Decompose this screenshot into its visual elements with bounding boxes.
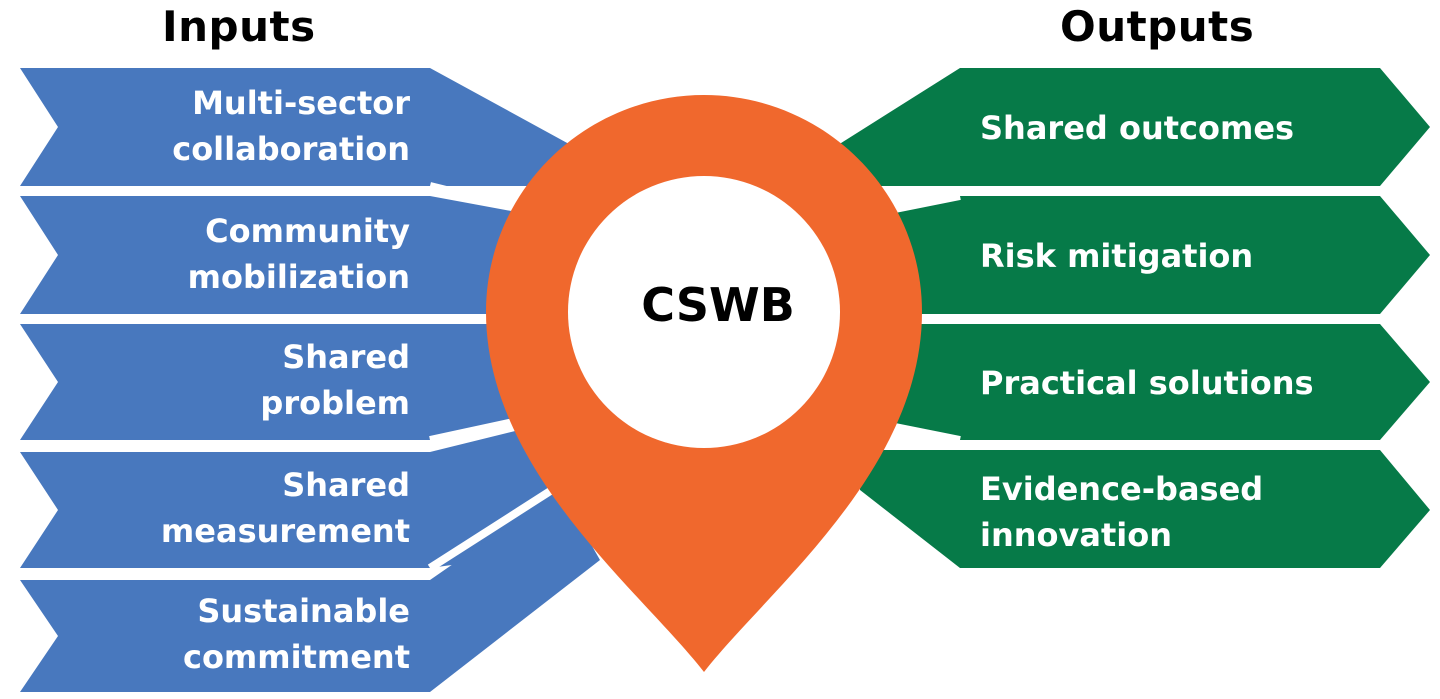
input-label-1-line1: Multi-sector [192,84,410,122]
output-label-2: Risk mitigation [980,233,1380,279]
inputs-heading: Inputs [162,2,316,51]
input-label-3-line1: Shared [282,338,410,376]
hub-label: CSWB [641,278,795,332]
output-label-4: Evidence-based innovation [980,466,1380,558]
output-chevron-1 [830,68,1430,186]
input-label-3: Shared problem [30,334,410,426]
input-chevron-4 [20,420,560,568]
input-label-3-line2: problem [260,384,410,422]
input-label-4-line1: Shared [282,466,410,504]
input-label-2: Community mobilization [30,208,410,300]
input-chevron-3 [20,324,560,440]
output-label-3: Practical solutions [980,360,1380,406]
output-label-1-line1: Shared outcomes [980,109,1295,147]
input-label-1: Multi-sector collaboration [30,80,410,172]
output-chevron-4 [860,450,1430,568]
input-label-5: Sustainable commitment [30,588,410,680]
input-label-5-line1: Sustainable [197,592,410,630]
input-label-5-line2: commitment [182,638,410,676]
output-chevron-2 [880,196,1430,314]
input-chevron-2 [20,196,560,314]
input-chevron-1 [20,68,580,186]
output-label-3-line1: Practical solutions [980,364,1314,402]
output-chevrons [830,68,1430,568]
outputs-heading: Outputs [1060,2,1255,51]
output-label-1: Shared outcomes [980,105,1380,151]
output-label-4-line2: innovation [980,516,1172,554]
input-label-4: Shared measurement [30,462,410,554]
input-label-2-line1: Community [205,212,410,250]
input-label-1-line2: collaboration [172,130,410,168]
input-label-2-line2: mobilization [187,258,410,296]
output-label-2-line1: Risk mitigation [980,237,1254,275]
input-chevron-5 [20,490,600,692]
pin-inner-circle [568,176,840,448]
output-label-4-line1: Evidence-based [980,470,1264,508]
input-chevrons [20,68,600,692]
output-chevron-3 [880,324,1430,440]
input-label-4-line2: measurement [160,512,410,550]
